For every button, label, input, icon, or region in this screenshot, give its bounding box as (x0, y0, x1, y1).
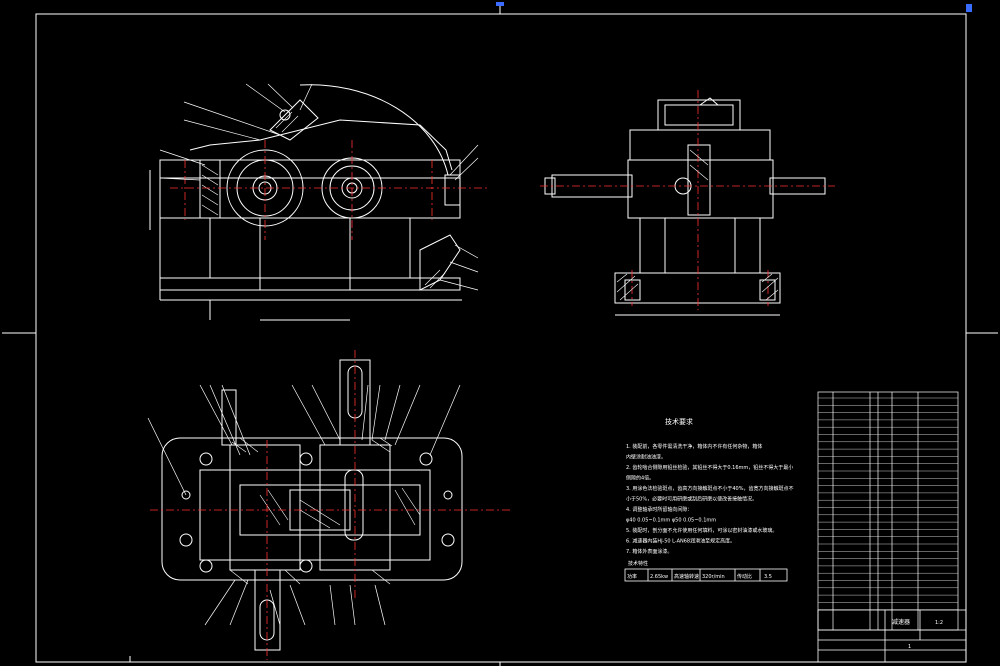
top-view-centerlines (150, 350, 510, 660)
tech-params-title: 技术特性 (628, 560, 648, 567)
frame-marker-right (966, 4, 972, 12)
tech-req-lines: 1. 装配前，各零件需清洗干净，箱体内不许有任何杂物，箱体 内壁涂耐油油漆。 2.… (626, 443, 793, 555)
frame-marker-top (496, 2, 504, 6)
tech-req-line: 侧隙的4倍。 (626, 475, 654, 482)
param-label-1: 高速轴转速 (674, 573, 699, 580)
param-label-0: 功率 (627, 573, 637, 580)
param-value-1: 320r/min (702, 574, 725, 580)
param-label-2: 传动比 (737, 573, 752, 580)
front-view-hatch (201, 111, 446, 289)
tech-req-title: 技术要求 (665, 417, 693, 426)
tech-params-table (624, 568, 788, 582)
tech-req-line: 5. 装配时，剖分面不允许使用任何填料，可涂以密封油漆或水玻璃。 (626, 527, 777, 534)
param-value-0: 2.65kw (650, 574, 668, 580)
side-view-hatch (616, 149, 779, 301)
top-view (161, 359, 463, 651)
tech-req-line: φ40 0.05~0.1mm φ50 0.05~0.1mm (626, 518, 716, 524)
top-view-leaders (147, 384, 461, 626)
tech-req-line: 3. 用涂色法检验斑点，齿高方向接触斑点不小于40%，齿宽方向接触斑点不 (626, 485, 793, 492)
tech-req-line: 4. 调整轴承时所留轴向间隙： (626, 506, 692, 513)
technical-requirements: 技术要求 1. 装配前，各零件需清洗干净，箱体内不许有任何杂物，箱体 内壁涂耐油… (624, 417, 793, 582)
side-view-centerlines (540, 90, 835, 310)
title-block-sheet: 1 (908, 644, 911, 650)
title-block (817, 609, 967, 663)
tech-req-line: 小于50%，必要时可用研磨或刮后研磨以便改善接触情况。 (626, 496, 757, 503)
tech-req-line: 2. 齿轮啮合侧隙用铅丝检验，其铅丝不得大于0.16mm，铅丝不得大于最小 (626, 464, 793, 471)
title-block-scale: 1:2 (935, 620, 943, 626)
tech-req-line: 1. 装配前，各零件需清洗干净，箱体内不许有任何杂物，箱体 (626, 443, 762, 450)
title-block-name: 减速器 (892, 618, 910, 626)
tech-req-line: 7. 箱体外表面涂漆。 (626, 548, 672, 555)
parts-list-rows (818, 397, 958, 610)
tech-req-line: 内壁涂耐油油漆。 (626, 454, 666, 461)
front-view-centerlines (170, 140, 490, 240)
param-value-2: 3.5 (764, 574, 772, 580)
tech-req-line: 6. 减速器内装HJ-50 L-AN68润滑油至规定高度。 (626, 538, 735, 545)
front-view-leaders (159, 83, 479, 291)
